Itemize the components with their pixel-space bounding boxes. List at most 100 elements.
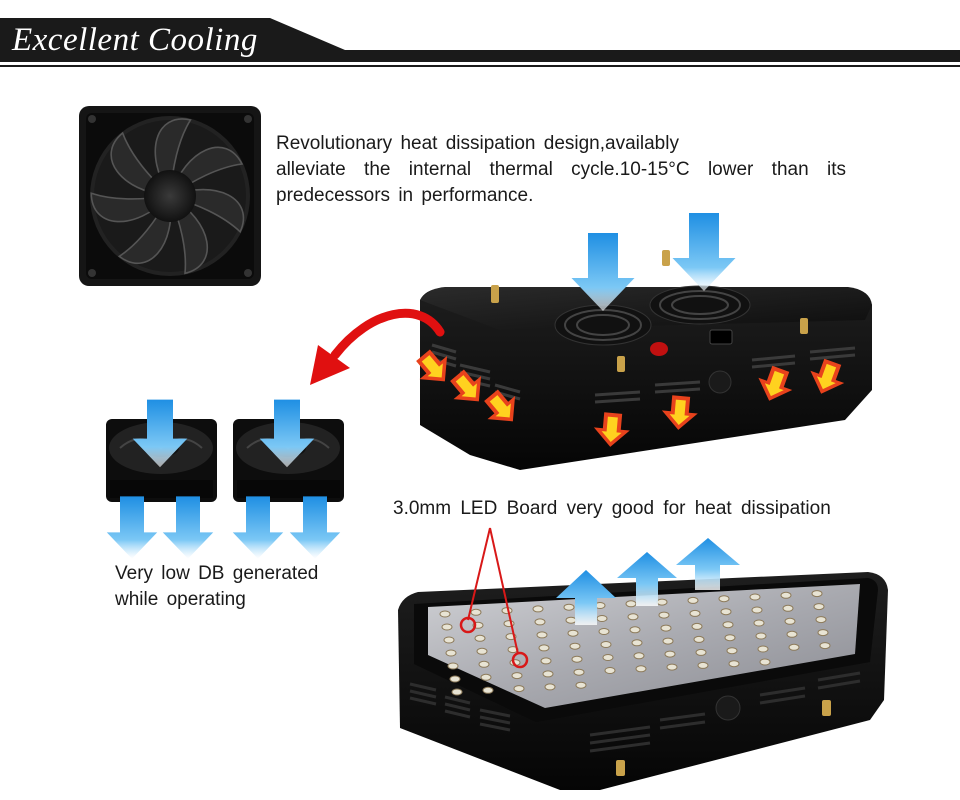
led-chip <box>602 654 614 661</box>
led-chip <box>631 639 643 647</box>
vent-fan-grill-left <box>554 304 652 346</box>
led-chip <box>753 619 765 627</box>
led-chip <box>563 603 575 611</box>
led-chip <box>534 618 546 626</box>
heat-up-arrows <box>556 538 740 625</box>
led-light-front-view <box>398 538 888 790</box>
led-chip <box>439 610 451 618</box>
led-chip <box>470 608 482 616</box>
led-chip <box>627 613 639 621</box>
led-chip <box>788 643 800 651</box>
led-chip <box>724 634 736 642</box>
led-chip <box>691 622 703 630</box>
led-chip <box>567 629 579 637</box>
cooling-description: Revolutionary heat dissipation design,av… <box>276 131 846 209</box>
led-chip <box>441 623 453 631</box>
led-chip <box>726 647 738 655</box>
cool-air-arrow-icon <box>106 496 158 559</box>
led-chip <box>664 650 676 658</box>
banner-shape <box>0 18 960 67</box>
led-chip <box>449 675 461 683</box>
header-banner: Excellent Cooling <box>0 0 960 75</box>
led-chip <box>511 672 523 680</box>
led-chip <box>687 596 699 604</box>
cool-air-arrow-icon <box>232 496 284 559</box>
led-chip <box>544 683 556 691</box>
led-chip <box>813 603 825 611</box>
led-chip <box>656 598 668 606</box>
low-noise-line: while operating <box>115 589 246 610</box>
led-chip <box>480 673 492 681</box>
led-chip <box>478 660 490 668</box>
led-chip <box>600 641 612 648</box>
led-chip-grid <box>439 590 831 696</box>
led-chip <box>784 617 796 625</box>
led-board-label: 3.0mm LED Board very good for heat dissi… <box>393 498 831 519</box>
airflow-curve-arrow-icon <box>310 308 445 385</box>
led-chip <box>751 606 763 614</box>
led-chip <box>474 634 486 642</box>
led-chip <box>625 600 637 608</box>
led-chip <box>542 670 554 678</box>
led-chip <box>749 593 761 601</box>
power-socket-icon <box>709 329 733 345</box>
led-chip <box>445 649 457 657</box>
led-chip <box>476 647 488 655</box>
low-noise-label: Very low DB generated while operating <box>115 561 375 613</box>
led-chip <box>722 621 734 629</box>
led-chip <box>718 595 730 603</box>
led-chip <box>633 652 645 660</box>
led-chip <box>819 642 831 650</box>
led-chip <box>598 628 610 635</box>
led-chip <box>689 609 701 617</box>
led-chip <box>695 648 707 656</box>
led-chip <box>811 590 823 598</box>
cooling-fan-icon <box>79 106 261 286</box>
led-chip <box>755 632 767 640</box>
led-chip <box>662 637 674 645</box>
cool-air-arrow-icon <box>672 213 736 291</box>
led-chip <box>782 604 794 612</box>
led-chip <box>482 686 494 694</box>
description-line: alleviate the internal thermal cycle.10-… <box>276 159 846 180</box>
led-chip <box>817 629 829 637</box>
led-chip <box>536 631 548 639</box>
led-chip <box>757 645 769 653</box>
led-chip <box>573 668 585 676</box>
led-chip <box>571 655 583 663</box>
led-chip <box>720 608 732 616</box>
led-chip <box>604 667 616 674</box>
led-chip <box>569 642 581 650</box>
description-line: Revolutionary heat dissipation design,av… <box>276 133 679 154</box>
led-chip <box>635 665 647 673</box>
low-noise-line: Very low DB generated <box>115 563 319 584</box>
page-title: Excellent Cooling <box>12 22 258 58</box>
led-chip <box>596 615 608 622</box>
led-chip <box>658 611 670 619</box>
led-chip <box>443 636 455 644</box>
led-chip <box>538 644 550 652</box>
led-chip <box>575 681 587 689</box>
description-line: predecessors in performance. <box>276 185 534 206</box>
led-chip <box>815 616 827 624</box>
led-chip <box>666 663 678 671</box>
led-chip <box>629 626 641 634</box>
led-chip <box>532 605 544 613</box>
led-chip <box>540 657 552 665</box>
led-chip <box>451 688 463 696</box>
led-chip <box>780 591 792 599</box>
cool-air-arrow-icon <box>289 496 341 559</box>
led-chip <box>728 660 740 668</box>
led-chip <box>565 616 577 624</box>
led-chip <box>759 658 771 666</box>
led-chip <box>513 685 525 693</box>
vent-fan-grill-right <box>649 285 751 325</box>
led-board-callout <box>459 527 529 669</box>
led-chip <box>447 662 459 670</box>
led-chip <box>697 661 709 669</box>
led-chip <box>786 630 798 638</box>
led-light-back-view <box>409 213 872 470</box>
led-chip <box>660 624 672 632</box>
power-switch-icon <box>650 342 668 356</box>
